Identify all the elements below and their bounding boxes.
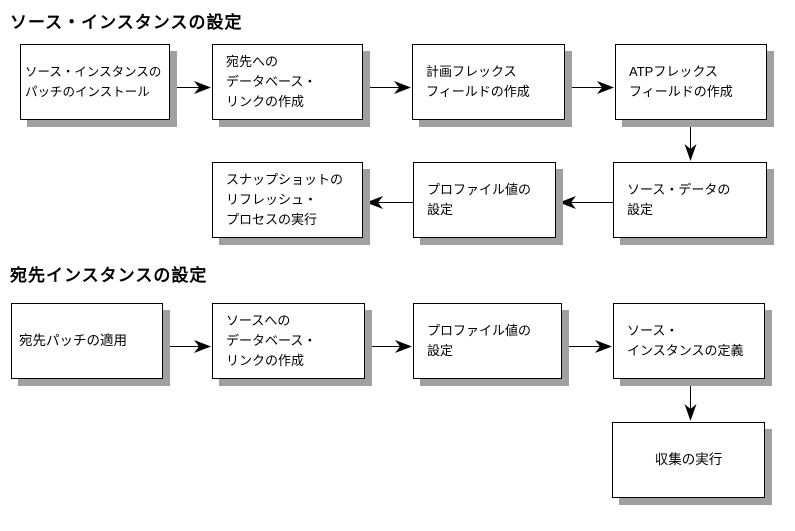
node-label-line: プロセスの実行 (226, 212, 318, 227)
section-title-destination-instance-setup: 宛先インスタンスの設定 (10, 266, 208, 285)
node-snapshot-refresh: スナップショットの リフレッシュ・ プロセスの実行 (212, 162, 363, 238)
node-label-line: データベース・ (226, 74, 317, 89)
node-label-line: フィールドの作成 (629, 84, 733, 99)
node-planning-flexfields: 計画フレックス フィールドの作成 (412, 44, 565, 120)
node-atp-flexfields: ATPフレックス フィールドの作成 (615, 44, 767, 120)
node-label-line: データベース・ (226, 333, 317, 348)
node-define-source-instance: ソース・ インスタンスの定義 (613, 303, 765, 379)
node-label-line: 設定 (427, 343, 454, 358)
node-run-collection: 収集の実行 (612, 422, 765, 498)
node-label-line: プロファイル値の (427, 182, 532, 197)
node-label-line: リンクの作成 (226, 94, 305, 109)
section-title-source-instance-setup: ソース・インスタンスの設定 (10, 13, 243, 32)
arrow-dblink-to-planning-flex (363, 81, 411, 94)
node-label-line: 収集の実行 (654, 452, 723, 467)
node-label-line: スナップショットの (226, 172, 344, 187)
node-source-patch-install: ソース・インスタンスの パッチのインストール (20, 44, 170, 120)
arrow-planning-flex-to-atp-flex (565, 81, 614, 94)
node-db-link-to-source: ソースへの データベース・ リンクの作成 (212, 303, 365, 379)
node-label-line: ソース・データの (627, 182, 731, 197)
node-source-data: ソース・データの 設定 (613, 162, 767, 238)
node-label-line: リフレッシュ・ (226, 192, 318, 207)
node-profile-values-destination: プロファイル値の 設定 (413, 303, 562, 379)
node-label-line: ATPフレックス (629, 64, 718, 79)
arrow-profile-to-snapshot (366, 196, 413, 209)
arrow-install-to-dblink (170, 81, 211, 94)
arrow-dblink-to-profile (365, 340, 412, 353)
node-label-line: ソースへの (226, 313, 291, 328)
arrow-profile-to-define-source (562, 340, 612, 353)
node-profile-values-source: プロファイル値の 設定 (413, 162, 556, 238)
arrow-source-data-to-profile (559, 196, 613, 209)
node-label-line: 設定 (627, 202, 654, 217)
node-label-line: ソース・インスタンスの (25, 65, 162, 79)
arrow-atp-flex-down-to-source-data (684, 120, 697, 161)
node-label-line: フィールドの作成 (426, 84, 530, 99)
node-label-line: ソース・ (627, 323, 679, 338)
node-label-line: リンクの作成 (226, 353, 305, 368)
node-label-line: 宛先パッチの適用 (19, 333, 127, 348)
node-label-line: 設定 (427, 202, 454, 217)
arrow-dest-patch-to-dblink (163, 340, 211, 353)
node-db-link-to-destination: 宛先への データベース・ リンクの作成 (212, 44, 363, 120)
node-label-line: プロファイル値の (427, 323, 532, 338)
node-label-line: インスタンスの定義 (627, 343, 744, 358)
node-label-line: パッチのインストール (25, 85, 150, 99)
arrow-define-source-down-to-collection (684, 379, 697, 421)
node-label-line: 計画フレックス (426, 64, 517, 79)
node-label-line: 宛先への (226, 54, 279, 69)
node-apply-destination-patch: 宛先パッチの適用 (11, 303, 163, 379)
